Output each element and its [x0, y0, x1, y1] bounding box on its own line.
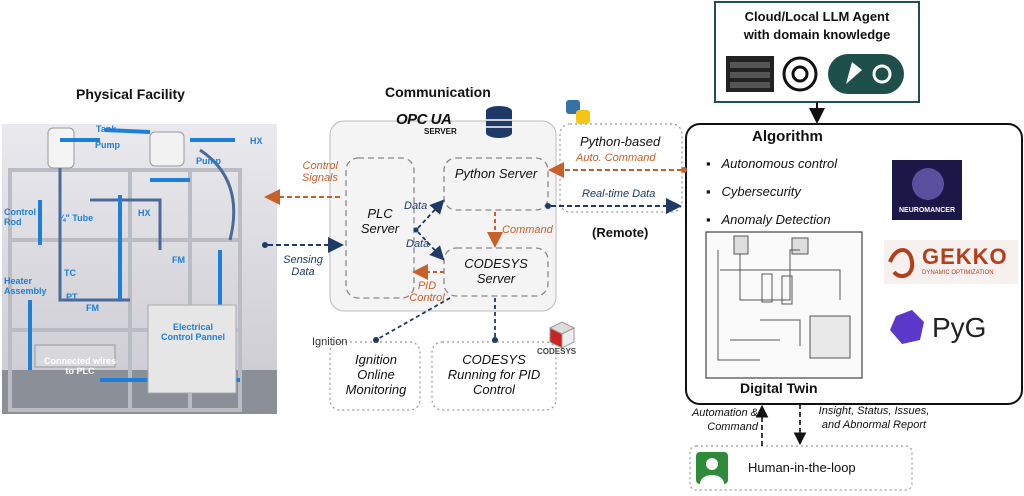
physical-facility-title: Physical Facility — [76, 86, 185, 102]
facility-photo — [2, 124, 277, 414]
python-server-label: Python Server — [454, 166, 538, 181]
photo-label-pump: Pump — [95, 140, 121, 150]
photo-label-fm2: FM — [86, 303, 99, 313]
photo-label-tube: ¾" Tube — [58, 213, 94, 223]
communication-title: Communication — [385, 84, 491, 100]
llm-title-line2: with domain knowledge — [743, 27, 891, 42]
gekko-sub-label: DYNAMIC OPTIMIZATION — [922, 270, 994, 276]
codesys-pid-text: CODESYS Running for PID Control — [447, 352, 541, 397]
opc-ua-logo: OPC UA — [396, 111, 452, 128]
gpu-server-icon — [726, 56, 774, 92]
llm-title-line1: Cloud/Local LLM Agent — [744, 9, 890, 24]
opc-server-label: SERVER — [424, 127, 457, 136]
insight-report-label: Insight, Status, Issues, and Abnormal Re… — [818, 405, 930, 431]
sensing-data-label: Sensing Data — [283, 254, 323, 278]
photo-label-heater: Heater Assembly — [4, 276, 47, 296]
codesys-logo: CODESYS — [537, 347, 577, 356]
digital-twin-schematic — [705, 231, 863, 379]
photo-label-wires: Connected wires to PLC — [43, 356, 117, 376]
algorithm-title: Algorithm — [752, 128, 823, 145]
codesys-cube-icon — [548, 321, 576, 349]
gekko-label: GEKKO — [922, 244, 1008, 269]
automation-command-label: Automation & Command — [691, 407, 758, 433]
photo-label-control-rod: Control Rod — [4, 207, 36, 227]
database-icon — [486, 106, 512, 138]
pyg-icon — [890, 310, 924, 344]
data-label-2: Data — [406, 238, 430, 250]
codesys-server-label: CODESYS Server — [464, 256, 528, 286]
pid-control-label: PID Control — [409, 280, 445, 304]
llm-agent-title: Cloud/Local LLM Agent with domain knowle… — [716, 8, 918, 44]
photo-label-pt: PT — [66, 292, 78, 302]
ignition-logo: Ignition — [312, 336, 348, 348]
algorithm-item: ▪ Anomaly Detection — [706, 212, 831, 227]
human-in-the-loop-label: Human-in-the-loop — [748, 460, 856, 475]
data-label-1: Data — [404, 200, 428, 212]
photo-label-pump2: Pump — [196, 156, 222, 166]
photo-label-hx2: HX — [138, 208, 151, 218]
command-label: Command — [502, 224, 553, 236]
remote-label: (Remote) — [592, 225, 649, 240]
auto-command-label: Auto. Command — [576, 152, 656, 164]
photo-label-electrical: Electrical Control Pannel — [160, 322, 225, 342]
plc-server-label: PLC Server — [360, 206, 400, 236]
control-signals-label: Control Signals — [301, 160, 338, 184]
algorithm-list: ▪ Autonomous control ▪ Cybersecurity ▪ A… — [706, 150, 837, 234]
photo-label-hx: HX — [250, 136, 263, 146]
ignition-text: Ignition Online Monitoring — [345, 352, 407, 397]
digital-twin-label: Digital Twin — [740, 380, 818, 396]
python-icon — [566, 100, 590, 124]
python-server-box — [443, 157, 549, 211]
openai-icon — [782, 56, 818, 92]
human-in-the-loop-box — [689, 445, 913, 491]
neuromancer-label: NEUROMANCER — [899, 207, 955, 214]
langchain-icon — [828, 54, 904, 94]
realtime-data-label: Real-time Data — [582, 188, 656, 200]
human-icon — [696, 452, 728, 484]
photo-label-tank: Tank — [96, 124, 117, 134]
plc-server-box — [345, 157, 415, 299]
algorithm-item: ▪ Autonomous control — [706, 156, 838, 171]
algorithm-item: ▪ Cybersecurity — [706, 184, 801, 199]
python-based-label: Python-based — [580, 134, 661, 149]
photo-label-tc: TC — [64, 268, 76, 278]
pyg-label: PyG — [932, 312, 987, 343]
photo-label-fm: FM — [172, 255, 185, 265]
